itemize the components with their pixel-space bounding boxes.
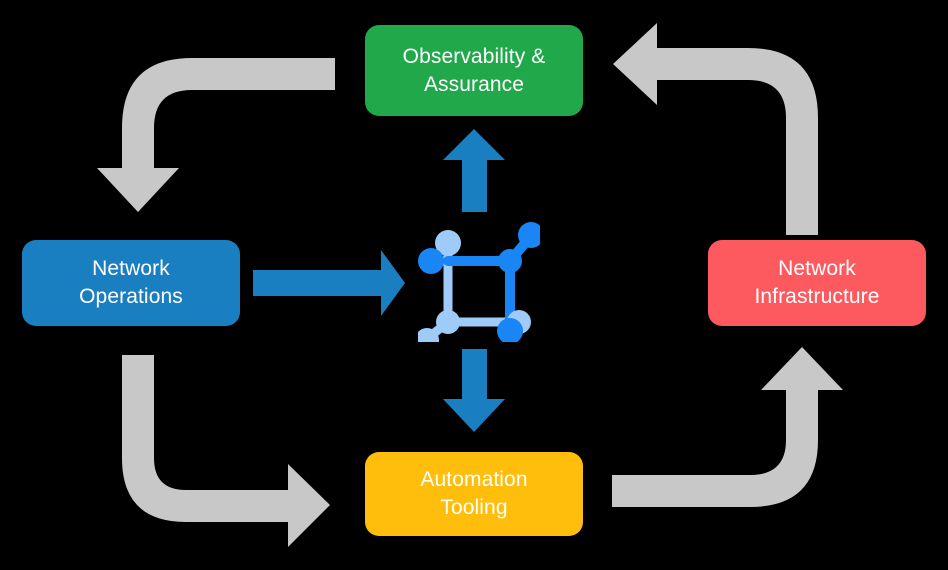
blue-arrow-center-to-automation bbox=[443, 349, 505, 432]
node-box-automation-tooling[interactable]: Automation Tooling bbox=[365, 452, 583, 536]
blue-arrow-operations-to-center bbox=[253, 250, 405, 316]
node-label-observability: Observability & Assurance bbox=[402, 44, 546, 96]
gray-arrow-infrastructure-to-observability bbox=[613, 23, 818, 235]
node-label-automation-tooling: Automation Tooling bbox=[420, 468, 528, 519]
gray-arrow-automation-to-infrastructure bbox=[612, 347, 843, 507]
node-label-network-infrastructure: Network Infrastructure bbox=[754, 257, 880, 308]
node-box-network-infrastructure[interactable]: Network Infrastructure bbox=[708, 240, 926, 326]
node-label-network-operations: Network Operations bbox=[79, 257, 183, 308]
gray-arrow-operations-to-automation bbox=[122, 355, 330, 547]
blue-arrow-center-to-observability bbox=[443, 129, 505, 212]
node-box-observability[interactable]: Observability & Assurance bbox=[365, 25, 583, 116]
node-box-network-operations[interactable]: Network Operations bbox=[22, 240, 240, 326]
gray-arrow-observability-to-operations bbox=[97, 58, 335, 212]
network-topology-icon bbox=[418, 222, 540, 342]
